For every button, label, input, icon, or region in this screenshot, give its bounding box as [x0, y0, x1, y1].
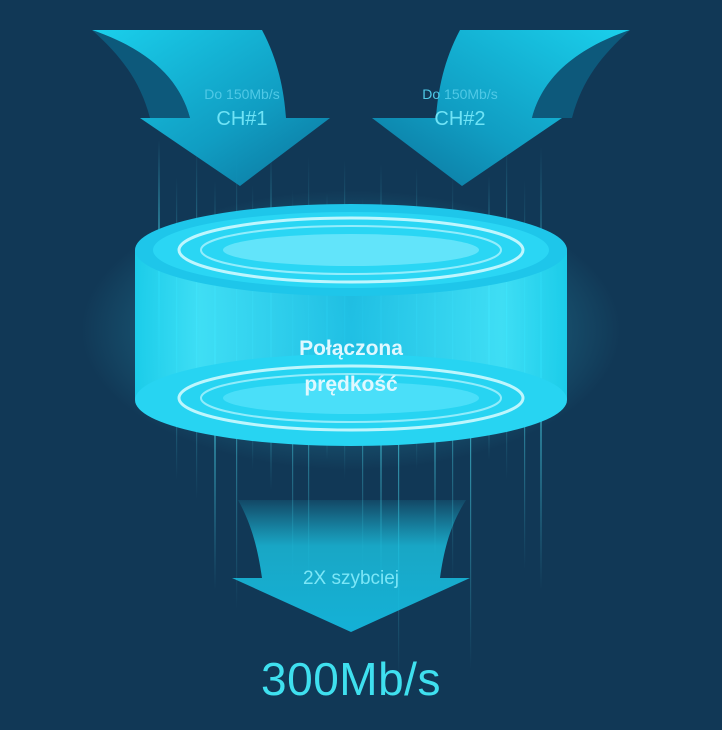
channel-2-speed: Do 150Mb/s: [422, 86, 498, 102]
channel-2-arrow: [372, 30, 630, 186]
output-arrow: [232, 500, 470, 632]
channel-1-speed: Do 150Mb/s: [204, 86, 280, 102]
faster-label: 2X szybciej: [302, 568, 400, 589]
channel-1-arrow: [92, 30, 330, 186]
channel-2-name: CH#2: [434, 108, 486, 130]
combined-speed-line-2: prędkość: [304, 373, 398, 396]
combined-cylinder: [135, 204, 567, 446]
combined-speed-line-1: Połączona: [299, 337, 403, 360]
channel-1-name: CH#1: [216, 108, 268, 130]
total-speed: 300Mb/s: [261, 653, 441, 705]
